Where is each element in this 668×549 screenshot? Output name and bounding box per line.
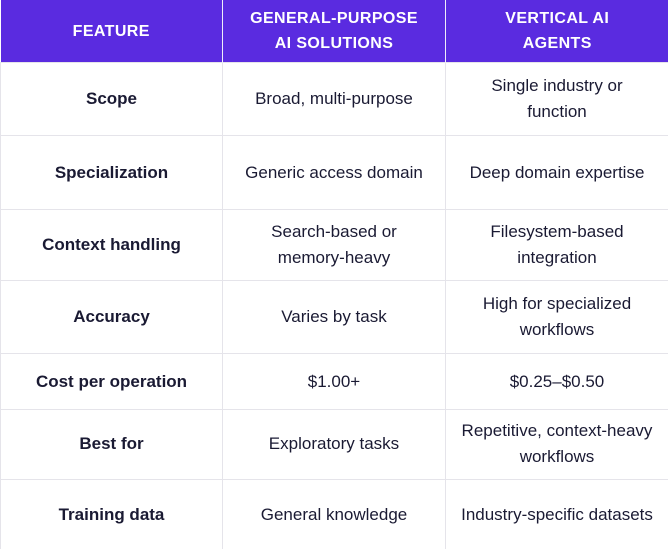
- feature-cell: Training data: [0, 479, 223, 549]
- table-row: Training data General knowledge Industry…: [0, 479, 668, 549]
- column-header-general-purpose-ai: GENERAL-PURPOSE AI SOLUTIONS: [222, 0, 446, 63]
- general-cell: Exploratory tasks: [222, 408, 446, 480]
- general-cell: Generic access domain: [222, 135, 446, 210]
- table-row: Accuracy Varies by task High for special…: [0, 280, 668, 354]
- feature-cell: Best for: [0, 408, 223, 480]
- general-cell: Search-based or memory-heavy: [222, 208, 446, 281]
- column-header-feature: FEATURE: [0, 0, 223, 63]
- vertical-cell: Industry-specific datasets: [445, 479, 668, 549]
- vertical-cell: Deep domain expertise: [445, 135, 668, 210]
- table-row: Specialization Generic access domain Dee…: [0, 135, 668, 210]
- feature-cell: Specialization: [0, 135, 223, 210]
- vertical-cell: Repetitive, context-heavy workflows: [445, 408, 668, 480]
- feature-cell: Cost per operation: [0, 353, 223, 410]
- vertical-cell: High for specialized workflows: [445, 280, 668, 354]
- table-header: FEATURE GENERAL-PURPOSE AI SOLUTIONS VER…: [0, 0, 668, 63]
- column-header-vertical-ai: VERTICAL AI AGENTS: [445, 0, 668, 63]
- table-body: Scope Broad, multi-purpose Single indust…: [0, 61, 668, 549]
- general-cell: Broad, multi-purpose: [222, 61, 446, 136]
- table-row: Cost per operation $1.00+ $0.25–$0.50: [0, 353, 668, 410]
- vertical-cell: Single industry or function: [445, 61, 668, 136]
- header-row: FEATURE GENERAL-PURPOSE AI SOLUTIONS VER…: [0, 0, 668, 63]
- table-row: Best for Exploratory tasks Repetitive, c…: [0, 408, 668, 480]
- feature-cell: Context handling: [0, 208, 223, 281]
- vertical-cell: Filesystem-based integration: [445, 208, 668, 281]
- table-row: Scope Broad, multi-purpose Single indust…: [0, 61, 668, 136]
- vertical-cell: $0.25–$0.50: [445, 353, 668, 410]
- general-cell: $1.00+: [222, 353, 446, 410]
- feature-cell: Scope: [0, 61, 223, 136]
- feature-cell: Accuracy: [0, 280, 223, 354]
- general-cell: General knowledge: [222, 479, 446, 549]
- table-row: Context handling Search-based or memory-…: [0, 208, 668, 281]
- general-cell: Varies by task: [222, 280, 446, 354]
